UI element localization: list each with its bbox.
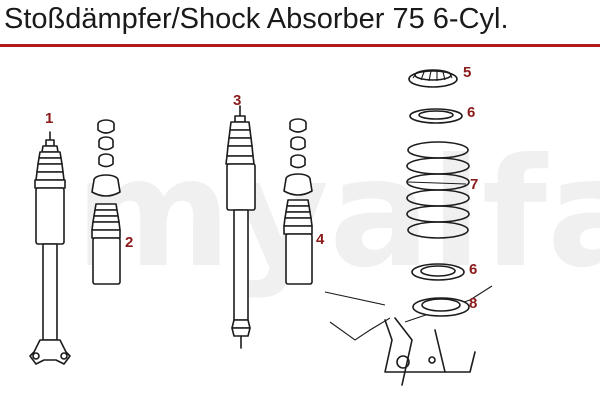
- callout-8: 8: [469, 295, 478, 312]
- callout-6-lower: 6: [469, 261, 478, 278]
- callout-4: 4: [316, 231, 325, 248]
- watermark: myalfa: [75, 127, 600, 301]
- callout-1: 1: [45, 110, 54, 127]
- callout-2: 2: [125, 234, 134, 251]
- title-underline: [0, 44, 600, 47]
- lower-mount-8: [324, 285, 493, 386]
- bump-stop-kit-4: [283, 118, 313, 285]
- callout-5: 5: [463, 64, 472, 81]
- callout-6-upper: 6: [467, 104, 476, 121]
- callout-3: 3: [233, 92, 242, 109]
- bump-stop-kit-2: [91, 119, 121, 285]
- callout-7: 7: [470, 176, 479, 193]
- coil-spring-7: [406, 141, 470, 239]
- shock-absorber-1: [29, 131, 71, 365]
- spring-seat-6-lower: [411, 263, 465, 281]
- upper-spring-mount-5: [408, 69, 458, 88]
- shock-absorber-3: [225, 105, 256, 349]
- diagram-title: Stoßdämpfer/Shock Absorber 75 6-Cyl.: [4, 3, 509, 35]
- spring-seat-6-upper: [409, 108, 463, 124]
